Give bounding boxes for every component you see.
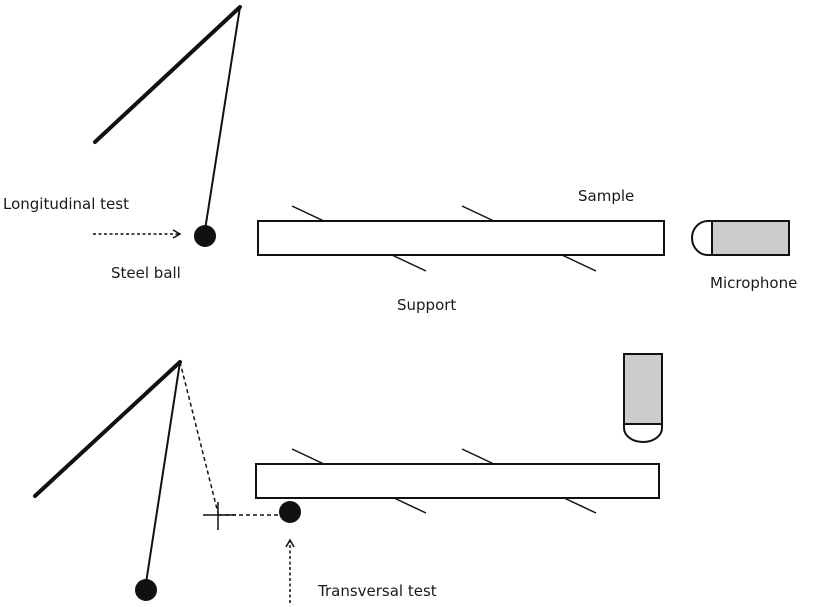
sample-bar [255, 463, 660, 499]
pendulum-frame-arm [93, 5, 242, 144]
steel-ball [194, 225, 216, 247]
support-tick [561, 254, 597, 272]
supports [291, 448, 597, 514]
sample-bar [257, 220, 665, 256]
microphone-label: Microphone [710, 274, 797, 292]
microphone [623, 353, 663, 443]
steel-ball-label: Steel ball [111, 264, 181, 282]
support-tick [461, 448, 497, 466]
microphone [691, 220, 790, 256]
longitudinal-test-label: Longitudinal test [3, 195, 129, 213]
support-tick [391, 254, 427, 272]
steel-ball-impact [279, 501, 301, 523]
supports [291, 205, 597, 272]
support-tick [461, 205, 497, 223]
transversal-test-label: Transversal test [317, 582, 437, 600]
pendulum-ball-rest [135, 579, 157, 601]
support-tick [561, 496, 597, 514]
transversal-test-setup: Transversal test [33, 353, 663, 603]
support-tick [291, 448, 327, 466]
longitudinal-test-setup: Longitudinal test Steel ball Sample Supp… [3, 5, 797, 314]
pendulum-string [204, 6, 241, 231]
swing-path-string [179, 361, 219, 514]
pendulum-frame-arm [33, 360, 182, 498]
sample-label: Sample [578, 187, 634, 205]
support-tick [291, 205, 327, 223]
support-tick [391, 496, 427, 514]
pendulum-string [145, 361, 181, 584]
pivot-cross-marker [203, 502, 236, 530]
support-label: Support [397, 296, 456, 314]
